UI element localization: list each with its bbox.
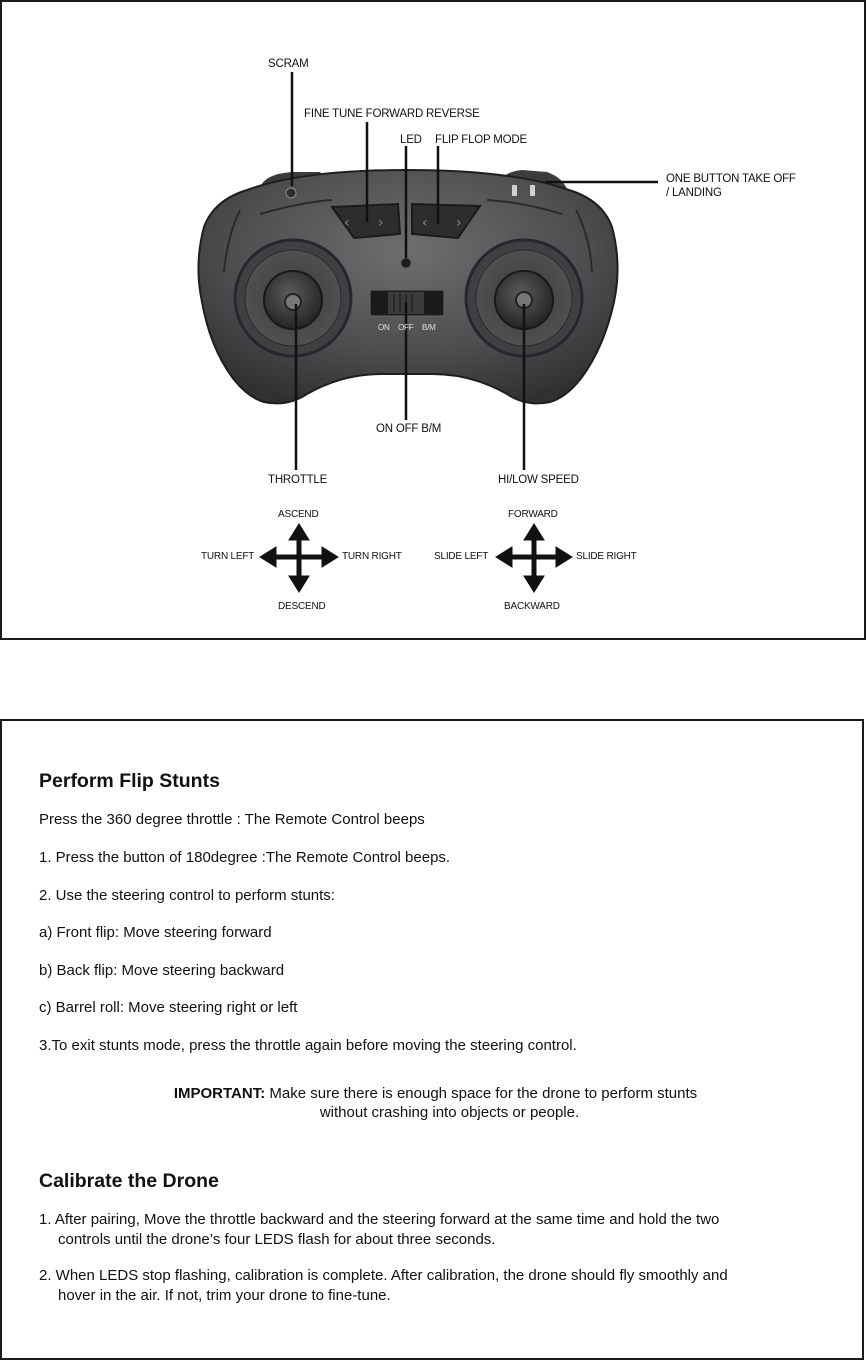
instructions-panel: Perform Flip Stunts Press the 360 degree…: [0, 719, 864, 1360]
one-button-label-line1: ONE BUTTON TAKE OFF: [666, 173, 796, 185]
flip-step: a) Front flip: Move steering forward: [39, 924, 272, 941]
led-label: LED: [400, 134, 422, 146]
calibrate-heading: Calibrate the Drone: [39, 1170, 219, 1192]
forward-label: FORWARD: [508, 509, 558, 520]
ascend-label: ASCEND: [278, 509, 319, 520]
calibrate-step-2-line1: 2. When LEDS stop flashing, calibration …: [39, 1267, 728, 1284]
scram-label: SCRAM: [268, 58, 309, 70]
calibrate-step-1-line1: 1. After pairing, Move the throttle back…: [39, 1211, 720, 1228]
fine-tune-label: FINE TUNE FORWARD REVERSE: [304, 108, 480, 120]
svg-text:›: ›: [378, 215, 384, 231]
calibrate-step-2: 2. When LEDS stop flashing, calibration …: [39, 1266, 728, 1306]
led-indicator: [400, 257, 412, 269]
switch-on-label: ON: [378, 323, 390, 332]
arrow-up-icon: [288, 523, 310, 541]
flip-step: 2. Use the steering control to perform s…: [39, 887, 335, 904]
remote-control-illustration: ‹ › ‹ ›: [197, 72, 658, 593]
important-text-line1: Make sure there is enough space for the …: [269, 1085, 698, 1102]
switch-off-label: OFF: [398, 323, 414, 332]
turn-right-label: TURN RIGHT: [342, 551, 402, 562]
important-text-line2: without crashing into objects or people.: [319, 1104, 580, 1121]
right-direction-cross: [495, 523, 573, 593]
left-direction-cross: [259, 523, 339, 593]
calibrate-step-1-line2: controls until the drone’s four LEDS fla…: [58, 1231, 496, 1248]
slide-left-label: SLIDE LEFT: [434, 551, 489, 562]
landing-button[interactable]: [530, 185, 535, 196]
switch-bm-label: B/M: [422, 323, 436, 332]
flip-flop-label: FLIP FLOP MODE: [435, 134, 527, 146]
body-groove-right: [486, 199, 563, 215]
throttle-label: THROTTLE: [268, 474, 328, 486]
descend-label: DESCEND: [278, 601, 326, 612]
flip-stunts-heading: Perform Flip Stunts: [39, 770, 220, 792]
arrow-up-icon: [523, 523, 545, 541]
flip-step: 1. Press the button of 180degree :The Re…: [39, 849, 451, 866]
takeoff-button[interactable]: [512, 185, 517, 196]
left-stick-cap: [284, 293, 302, 311]
flip-step: c) Barrel roll: Move steering right or l…: [39, 999, 298, 1016]
important-notice: IMPORTANT: Make sure there is enough spa…: [2, 1085, 867, 1102]
hi-low-speed-label: HI/LOW SPEED: [498, 474, 579, 486]
right-grip-line: [575, 209, 593, 273]
body-groove-left: [259, 199, 333, 215]
svg-text:‹: ‹: [344, 215, 350, 231]
arrow-down-icon: [523, 575, 545, 593]
arrow-right-icon: [555, 546, 573, 568]
flip-intro-text: Press the 360 degree throttle : The Remo…: [39, 811, 425, 828]
controller-diagram-panel: ‹ › ‹ ›: [0, 0, 866, 640]
important-label: IMPORTANT:: [173, 1085, 266, 1102]
arrow-left-icon: [495, 546, 513, 568]
turn-left-label: TURN LEFT: [201, 551, 255, 562]
one-button-label-line2: / LANDING: [666, 187, 722, 199]
calibrate-step-2-line2: hover in the air. If not, trim your dron…: [58, 1287, 391, 1304]
left-grip-line: [223, 209, 241, 273]
flip-step: 3.To exit stunts mode, press the throttl…: [39, 1037, 577, 1054]
svg-text:‹: ‹: [422, 215, 428, 231]
svg-text:›: ›: [456, 215, 462, 231]
arrow-left-icon: [259, 546, 277, 568]
scram-button[interactable]: [285, 187, 297, 199]
calibrate-step-1: 1. After pairing, Move the throttle back…: [39, 1210, 719, 1250]
arrow-right-icon: [321, 546, 339, 568]
flip-step: b) Back flip: Move steering backward: [39, 962, 285, 979]
backward-label: BACKWARD: [504, 601, 560, 612]
on-off-bm-label: ON OFF B/M: [376, 423, 442, 435]
arrow-down-icon: [288, 575, 310, 593]
slide-right-label: SLIDE RIGHT: [576, 551, 637, 562]
flip-flop-trim-rocker[interactable]: [411, 202, 482, 240]
